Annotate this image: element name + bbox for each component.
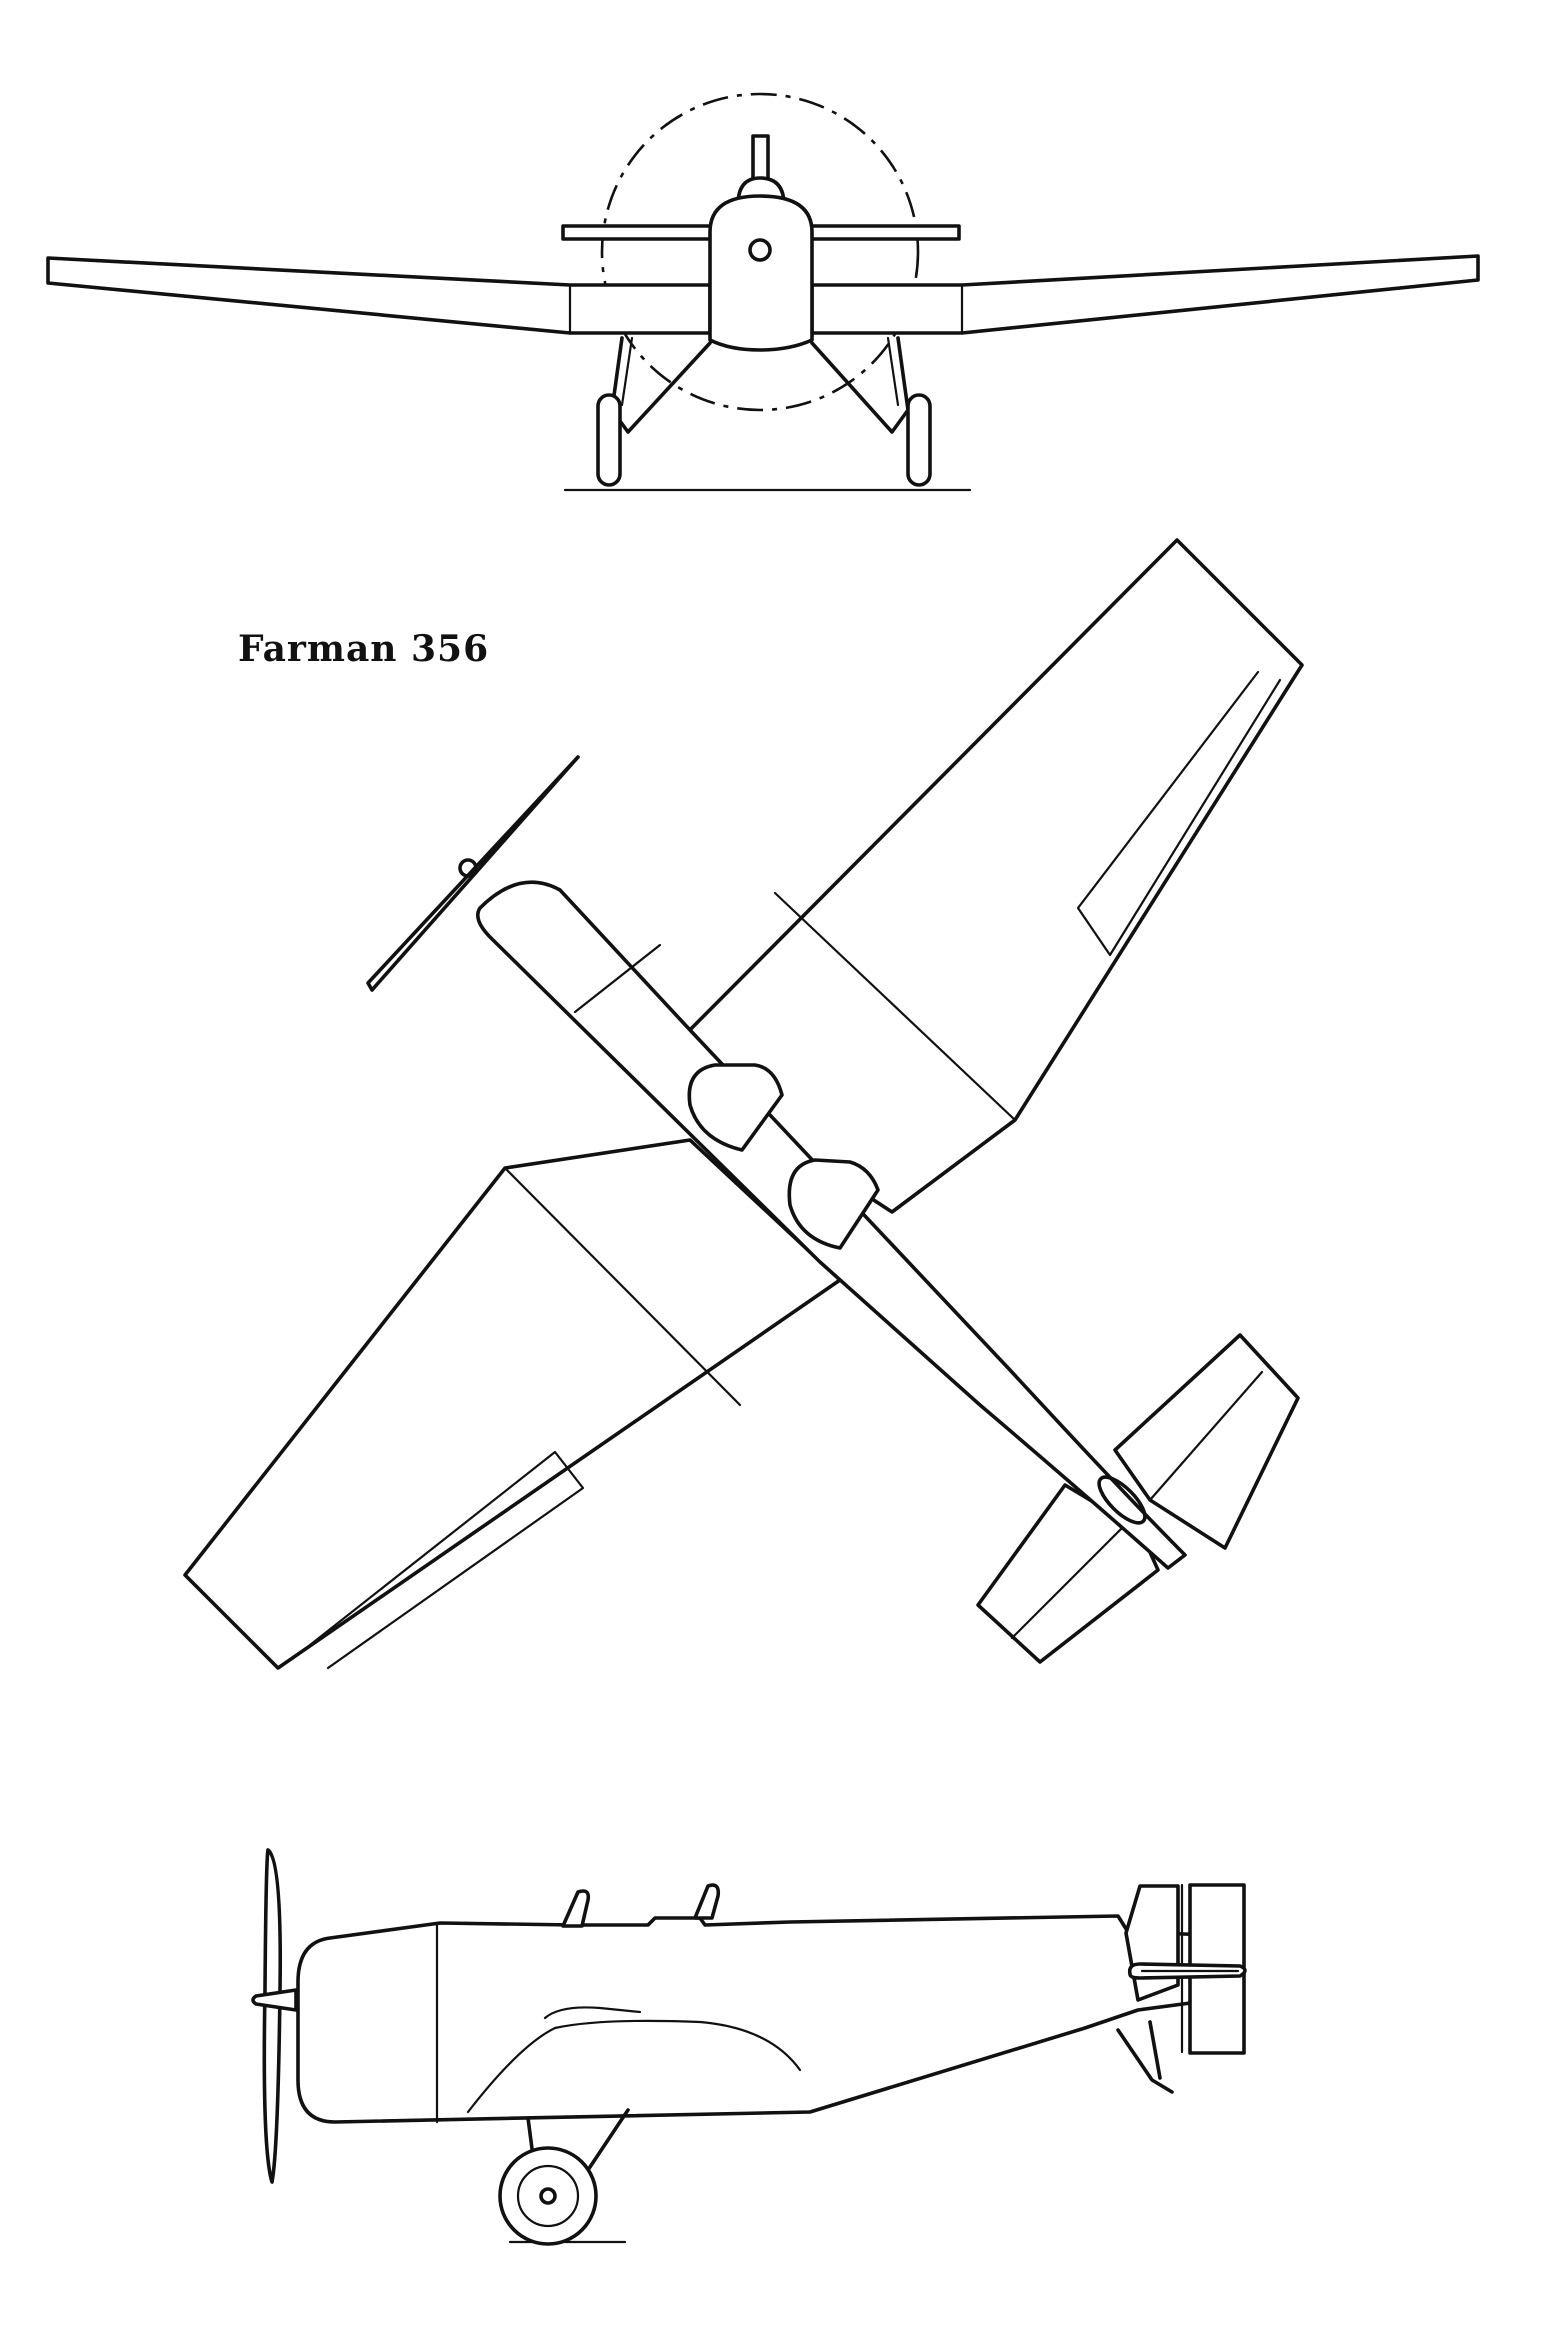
side-propeller xyxy=(262,1848,283,2184)
front-right-wheel xyxy=(906,393,932,487)
top-tail-fin-base xyxy=(1097,1475,1147,1525)
side-wheel xyxy=(498,2146,598,2246)
top-upper-aileron xyxy=(1076,670,1282,957)
top-tailplane-upper xyxy=(1113,1333,1300,1550)
top-cowling-line xyxy=(573,943,662,1014)
front-left-gear-strut-inner xyxy=(620,336,634,407)
side-windshield-front xyxy=(561,1889,591,1928)
front-fuselage xyxy=(708,194,814,352)
top-lower-aileron xyxy=(308,1450,585,1670)
side-tailskid xyxy=(1116,2020,1174,2094)
side-windshield-rear xyxy=(693,1883,721,1920)
top-view xyxy=(183,538,1304,1670)
side-wheel-hub xyxy=(539,2187,557,2205)
front-left-wing xyxy=(46,256,712,335)
propeller-disc xyxy=(600,92,920,412)
side-spinner xyxy=(251,1988,298,2012)
top-lower-wing xyxy=(183,1138,842,1670)
top-upper-wing-root-line xyxy=(773,891,1017,1122)
top-elevator-lower-line xyxy=(1010,1518,1132,1640)
side-fuselage xyxy=(296,1914,1234,2124)
front-left-wheel xyxy=(596,393,622,487)
front-right-gear-strut xyxy=(810,336,910,434)
top-propeller-hub xyxy=(458,858,478,878)
top-cockpit-front xyxy=(687,1063,784,1152)
front-view xyxy=(46,92,1480,492)
aircraft-title: Farman 356 xyxy=(238,628,490,670)
side-wing-root-fairing xyxy=(466,2019,802,2114)
side-wing-root-fairing-inner xyxy=(543,2006,642,2020)
top-elevator-upper-line xyxy=(1148,1370,1264,1502)
top-lower-wing-root-line xyxy=(503,1166,742,1407)
front-left-gear-strut xyxy=(610,336,712,434)
top-cockpit-rear xyxy=(787,1158,880,1250)
side-wheel-rim xyxy=(516,2164,580,2228)
front-right-wing xyxy=(810,254,1480,335)
side-fin xyxy=(1124,1884,1180,2002)
side-view xyxy=(251,1848,1247,2246)
front-right-gear-strut-inner xyxy=(886,336,900,407)
front-spinner xyxy=(748,238,772,262)
